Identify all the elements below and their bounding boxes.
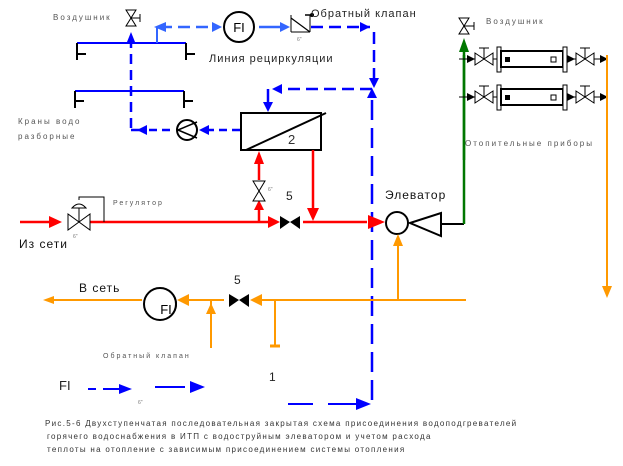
check-valve-top-icon bbox=[290, 13, 314, 33]
recirculation-line bbox=[154, 22, 379, 405]
air-vent-right-icon bbox=[458, 17, 475, 35]
legend-fi-label: FI bbox=[59, 378, 71, 393]
regulator-valve-icon bbox=[67, 196, 105, 231]
radiator-lower-icon bbox=[459, 84, 608, 111]
circulation-pump-icon bbox=[176, 119, 198, 141]
caption-line-3: теплоты на отопление с зависимым присоед… bbox=[47, 445, 406, 454]
radiator-upper-icon bbox=[459, 46, 608, 73]
to-network-label: В сеть bbox=[79, 281, 121, 295]
return-network bbox=[43, 55, 612, 348]
valve-5-supply-icon bbox=[280, 216, 300, 229]
item-number-1: 1 bbox=[269, 370, 276, 384]
valve-size-legend: 6" bbox=[138, 400, 143, 406]
from-network-label: Из сети bbox=[19, 237, 68, 251]
air-vent-left-icon bbox=[125, 9, 141, 27]
heat-exchanger-icon bbox=[240, 112, 327, 151]
check-valve-top-label: Обратный клапан bbox=[311, 8, 417, 20]
valve-number-return: 5 bbox=[234, 273, 241, 287]
caption-line-2: горячего водоснабжения в ИТП с водоструй… bbox=[47, 432, 432, 441]
legend-arrows bbox=[88, 381, 371, 410]
hot-water-network bbox=[74, 32, 240, 141]
caption-line-1: Рис.5-6 Двухступенчатая последовательная… bbox=[45, 419, 518, 428]
water-taps-label-line1: Краны водо bbox=[18, 117, 82, 126]
heating-devices-label: Отопительные приборы bbox=[465, 139, 594, 148]
valve-5-return-icon bbox=[229, 294, 249, 307]
elevator-icon bbox=[385, 211, 464, 238]
flow-meter-return-icon bbox=[143, 287, 177, 321]
heating-supply-riser bbox=[459, 38, 469, 224]
water-taps-label-line2: разборные bbox=[18, 132, 77, 141]
valve-number-supply: 5 bbox=[286, 189, 293, 203]
valve-size-regulator: 6" bbox=[73, 234, 78, 240]
supply-network bbox=[20, 150, 385, 229]
valve-size-branch: 6" bbox=[268, 187, 273, 193]
elevator-label: Элеватор bbox=[385, 188, 447, 202]
regulator-label: Регулятор bbox=[113, 200, 164, 207]
air-vent-right-label: Воздушник bbox=[486, 17, 545, 26]
recirculation-line-label: Линия рециркуляции bbox=[209, 53, 334, 65]
air-vent-left-label: Воздушник bbox=[53, 13, 112, 22]
flow-meter-top-icon bbox=[223, 11, 255, 43]
flow-meter-top-label: FI bbox=[233, 20, 245, 35]
check-valve-bottom-label: Обратный клапан bbox=[103, 353, 191, 360]
flow-meter-return-label: FI bbox=[160, 302, 172, 317]
heat-exchanger-number: 2 bbox=[288, 132, 295, 147]
valve-size-top: 6" bbox=[297, 37, 302, 43]
branch-valve-icon bbox=[252, 180, 266, 202]
